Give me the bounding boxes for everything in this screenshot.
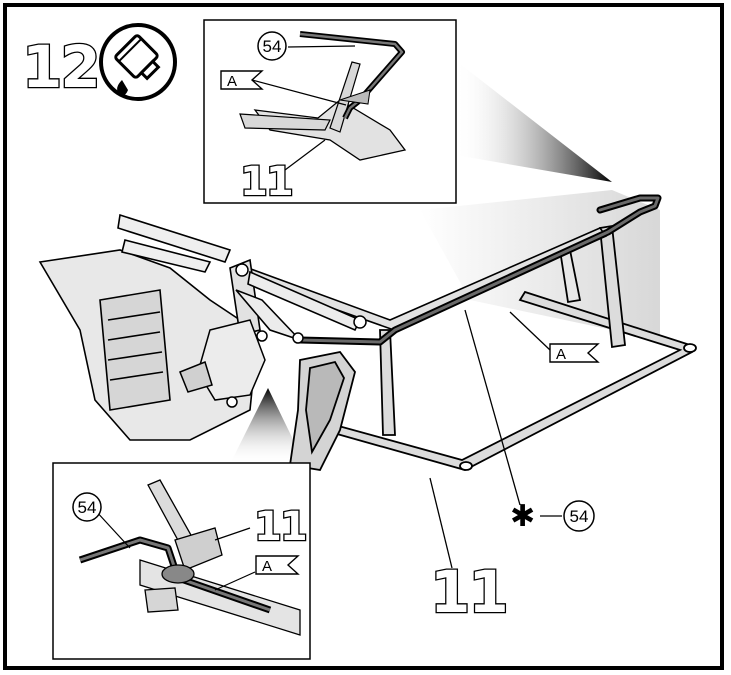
part-label-11-bottom: 11	[254, 504, 306, 550]
svg-text:A: A	[227, 73, 237, 90]
svg-text:54: 54	[78, 498, 97, 517]
part-ref-54-main: 54	[563, 500, 595, 532]
glue-tube-icon	[99, 23, 177, 101]
leader-lines	[429, 309, 551, 569]
asterisk-mark: ✱	[510, 499, 535, 534]
marker-a-top: A	[220, 70, 264, 90]
svg-text:A: A	[262, 558, 272, 575]
engine-detail	[179, 263, 367, 408]
step-number: 12	[22, 33, 99, 101]
marker-a-bottom: A	[255, 555, 300, 575]
detail-inset-top	[203, 19, 457, 204]
marker-a-main: A	[549, 343, 600, 363]
part-ref-54-bottom: 54	[72, 492, 102, 522]
zoom-beam-bottom	[230, 388, 305, 464]
seat	[288, 351, 356, 471]
svg-text:A: A	[556, 346, 566, 363]
wire-part-54	[296, 194, 662, 346]
frame-part-11	[328, 224, 697, 471]
svg-text:54: 54	[263, 37, 282, 56]
page-border	[3, 3, 724, 670]
part-label-11-top: 11	[240, 159, 292, 205]
part-ref-54-top: 54	[257, 31, 287, 61]
zoom-beam-top	[455, 60, 612, 182]
part-label-11-main: 11	[430, 558, 507, 626]
svg-text:54: 54	[570, 507, 589, 526]
